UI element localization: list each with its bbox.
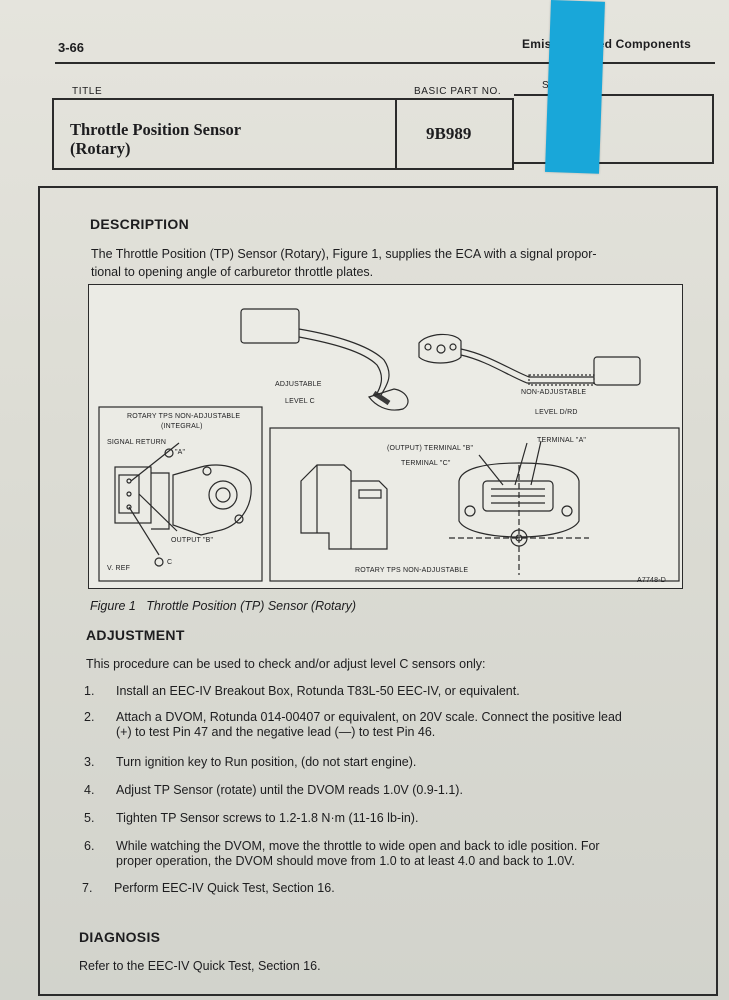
title-box — [52, 98, 397, 170]
part-number-box — [397, 98, 514, 170]
label-rotary-integral-1: ROTARY TPS NON-ADJUSTABLE — [127, 413, 241, 420]
drd-connector — [593, 356, 641, 386]
chapter-header: Emiss ated Components — [522, 37, 691, 51]
label-output-b: OUTPUT "B" — [171, 537, 214, 544]
step-line-2: (+) to test Pin 47 and the negative lead… — [116, 725, 436, 739]
document-title: Throttle Position Sensor (Rotary) — [70, 120, 241, 158]
front-view-sensor — [458, 462, 580, 538]
description-line-2: tional to opening angle of carburetor th… — [91, 265, 374, 279]
page-number: 3-66 — [58, 40, 85, 55]
adjustable-connector — [240, 308, 300, 344]
label-adjustable: ADJUSTABLE — [275, 381, 322, 388]
label-level-c: LEVEL C — [285, 398, 315, 405]
terminal-block — [482, 480, 554, 512]
step-line-1: Adjust TP Sensor (rotate) until the DVOM… — [116, 783, 463, 797]
tps-diagram — [98, 308, 680, 582]
step-line-1: While watching the DVOM, move the thrott… — [116, 839, 600, 853]
figure-1: ADJUSTABLE LEVEL C NON-ADJUSTABLE LEVEL … — [88, 284, 683, 589]
label-c: C — [167, 559, 173, 566]
step-line-2: proper operation, the DVOM should move f… — [116, 854, 575, 868]
step-text: Turn ignition key to Run position, (do n… — [116, 755, 706, 770]
step-number: 1. — [84, 684, 95, 698]
step-text: Tighten TP Sensor screws to 1.2-1.8 N·m … — [116, 811, 706, 826]
header-rule — [55, 62, 715, 64]
diagnosis-text: Refer to the EEC-IV Quick Test, Section … — [79, 959, 321, 973]
label-rotary-bottom: ROTARY TPS NON-ADJUSTABLE — [355, 567, 469, 574]
figure-id: A7748-D — [637, 577, 667, 584]
step-number: 6. — [84, 839, 95, 853]
description-heading: DESCRIPTION — [90, 216, 189, 232]
diagnosis-heading: DIAGNOSIS — [79, 929, 161, 945]
step-number: 4. — [84, 783, 95, 797]
step-text: Attach a DVOM, Rotunda 014-00407 or equi… — [116, 710, 706, 740]
step-number: 5. — [84, 811, 95, 825]
step-line-1: Tighten TP Sensor screws to 1.2-1.8 N·m … — [116, 811, 419, 825]
step-text: Install an EEC-IV Breakout Box, Rotunda … — [116, 684, 706, 699]
label-signal-return: SIGNAL RETURN — [107, 439, 167, 446]
step-number: 7. — [82, 881, 93, 895]
step-number: 2. — [84, 710, 95, 724]
label-terminal-a: TERMINAL "A" — [537, 437, 587, 444]
adjustable-sensor-body — [368, 388, 409, 411]
step-number: 3. — [84, 755, 95, 769]
label-terminal-c: TERMINAL "C" — [401, 460, 451, 467]
step-line-1: Perform EEC-IV Quick Test, Section 16. — [114, 881, 335, 895]
step-line-1: Attach a DVOM, Rotunda 014-00407 or equi… — [116, 710, 622, 724]
step-line-1: Install an EEC-IV Breakout Box, Rotunda … — [116, 684, 520, 698]
title-label: TITLE — [72, 86, 103, 97]
nonadjustable-inset — [269, 427, 680, 582]
description-line-1: The Throttle Position (TP) Sensor (Rotar… — [91, 247, 597, 261]
label-v-ref: V. REF — [107, 565, 131, 572]
adjustment-heading: ADJUSTMENT — [86, 627, 185, 643]
content-frame — [38, 186, 718, 996]
part-label: BASIC PART NO. — [414, 86, 502, 97]
integral-inset — [98, 406, 263, 582]
step-text: Adjust TP Sensor (rotate) until the DVOM… — [116, 783, 706, 798]
label-non-adjustable: NON-ADJUSTABLE — [521, 389, 587, 396]
title-line-1: Throttle Position Sensor — [70, 120, 242, 139]
symbol-box — [514, 94, 714, 164]
title-line-2: (Rotary) — [70, 139, 131, 158]
figure-caption: Figure 1 Throttle Position (TP) Sensor (… — [90, 599, 357, 613]
label-rotary-integral-2: (INTEGRAL) — [161, 423, 203, 430]
step-text: Perform EEC-IV Quick Test, Section 16. — [114, 881, 704, 896]
step-text: While watching the DVOM, move the thrott… — [116, 839, 706, 869]
blue-tape-tab — [544, 0, 605, 174]
adjustment-intro: This procedure can be used to check and/… — [86, 657, 486, 671]
integral-sensor-body — [172, 464, 252, 536]
side-view-sensor — [300, 464, 388, 550]
label-a: "A" — [175, 449, 186, 456]
integral-connector — [114, 466, 152, 524]
step-line-1: Turn ignition key to Run position, (do n… — [116, 755, 417, 769]
label-output-terminal-b: (OUTPUT) TERMINAL "B" — [387, 445, 474, 452]
part-number: 9B989 — [426, 124, 472, 143]
label-level-drd: LEVEL D/RD — [535, 409, 578, 416]
nonadjustable-sensor-body — [418, 333, 462, 364]
